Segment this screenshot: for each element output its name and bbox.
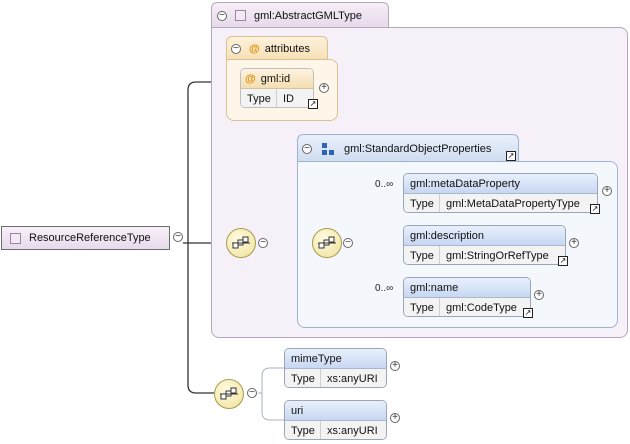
collapse-icon[interactable]: − <box>247 388 257 398</box>
element-header: uri <box>285 401 386 421</box>
attribute-icon: @ <box>245 72 256 85</box>
sequence-icon <box>220 387 238 400</box>
link-arrow-icon[interactable]: ↗ <box>308 99 318 109</box>
standard-object-properties-name: gml:StandardObjectProperties <box>344 142 492 155</box>
collapse-icon[interactable]: − <box>173 232 183 242</box>
type-value: gml:CodeType <box>446 301 517 314</box>
standard-object-properties-header[interactable]: − gml:StandardObjectProperties <box>297 134 519 162</box>
element-name: uri <box>291 404 304 417</box>
link-arrow-icon[interactable]: ↗ <box>590 204 600 214</box>
element-type-row: Type xs:anyURI <box>285 421 386 439</box>
root-type-name: ResourceReferenceType <box>29 232 151 244</box>
attribute-gml-id[interactable]: @ gml:id Type ID <box>240 68 314 108</box>
element-header: mimeType <box>285 349 386 369</box>
collapse-icon[interactable]: − <box>343 238 353 248</box>
root-type-box[interactable]: ResourceReferenceType <box>1 226 170 250</box>
sequence-icon <box>232 236 250 249</box>
element-type-row: Type xs:anyURI <box>285 369 386 387</box>
element-type-row: Type gml:CodeType <box>404 298 530 316</box>
complex-type-icon <box>235 10 246 21</box>
element-mimetype[interactable]: mimeType Type xs:anyURI <box>284 348 387 388</box>
occurrence-label: 0..∞ <box>375 283 394 294</box>
sequence-icon <box>318 236 336 249</box>
attributes-header[interactable]: − @ attributes <box>226 36 328 60</box>
element-name: gml:description <box>410 229 484 242</box>
element-name: mimeType <box>291 352 342 365</box>
element-header: gml:description <box>404 226 565 246</box>
expand-icon[interactable]: + <box>602 186 612 196</box>
element-header: gml:name <box>404 278 530 298</box>
type-label: Type <box>241 89 277 107</box>
element-name: gml:name <box>410 281 459 294</box>
element-gml-name[interactable]: gml:name Type gml:CodeType <box>403 277 531 317</box>
collapse-icon[interactable]: − <box>217 10 227 21</box>
element-name: gml:metaDataProperty <box>410 177 521 190</box>
occurrence-label: 0..∞ <box>375 179 394 190</box>
group-reference-icon <box>322 142 334 155</box>
element-type-row: Type gml:MetaDataPropertyType <box>404 194 597 212</box>
expand-icon[interactable]: + <box>569 238 579 248</box>
attribute-icon: @ <box>249 42 260 55</box>
attribute-name: gml:id <box>260 72 291 85</box>
element-gml-metadataproperty[interactable]: gml:metaDataProperty Type gml:MetaDataPr… <box>403 173 598 213</box>
group-header[interactable]: − gml:AbstractGMLType <box>211 2 389 28</box>
type-label: Type <box>404 298 440 316</box>
link-arrow-icon[interactable]: ↗ <box>523 308 533 318</box>
attribute-type-row: Type ID <box>241 89 313 107</box>
type-label: Type <box>404 246 440 264</box>
expand-icon[interactable]: + <box>390 361 400 371</box>
element-type-row: Type gml:StringOrRefType <box>404 246 565 264</box>
attributes-label: attributes <box>264 42 310 55</box>
collapse-icon[interactable]: − <box>258 238 268 248</box>
complex-type-icon <box>10 232 21 244</box>
group-name: gml:AbstractGMLType <box>254 9 362 22</box>
element-header: gml:metaDataProperty <box>404 174 597 194</box>
type-value: gml:StringOrRefType <box>446 249 549 262</box>
type-value: xs:anyURI <box>327 424 378 437</box>
type-label: Type <box>285 421 321 439</box>
expand-icon[interactable]: + <box>390 413 400 423</box>
type-value: xs:anyURI <box>327 372 378 385</box>
type-label: Type <box>404 194 440 212</box>
element-uri[interactable]: uri Type xs:anyURI <box>284 400 387 440</box>
attribute-header: @ gml:id <box>241 69 313 89</box>
collapse-icon[interactable]: − <box>302 143 312 154</box>
expand-icon[interactable]: + <box>534 290 544 300</box>
link-arrow-icon[interactable]: ↗ <box>506 151 516 161</box>
type-value: ID <box>283 92 294 105</box>
sequence-compositor-icon[interactable] <box>226 228 256 258</box>
type-value: gml:MetaDataPropertyType <box>446 197 580 210</box>
expand-icon[interactable]: + <box>319 83 329 93</box>
type-label: Type <box>285 369 321 387</box>
sequence-compositor-icon[interactable] <box>312 228 342 258</box>
link-arrow-icon[interactable]: ↗ <box>558 256 568 266</box>
collapse-icon[interactable]: − <box>231 43 241 54</box>
sequence-compositor-icon[interactable] <box>214 379 244 409</box>
element-gml-description[interactable]: gml:description Type gml:StringOrRefType <box>403 225 566 265</box>
